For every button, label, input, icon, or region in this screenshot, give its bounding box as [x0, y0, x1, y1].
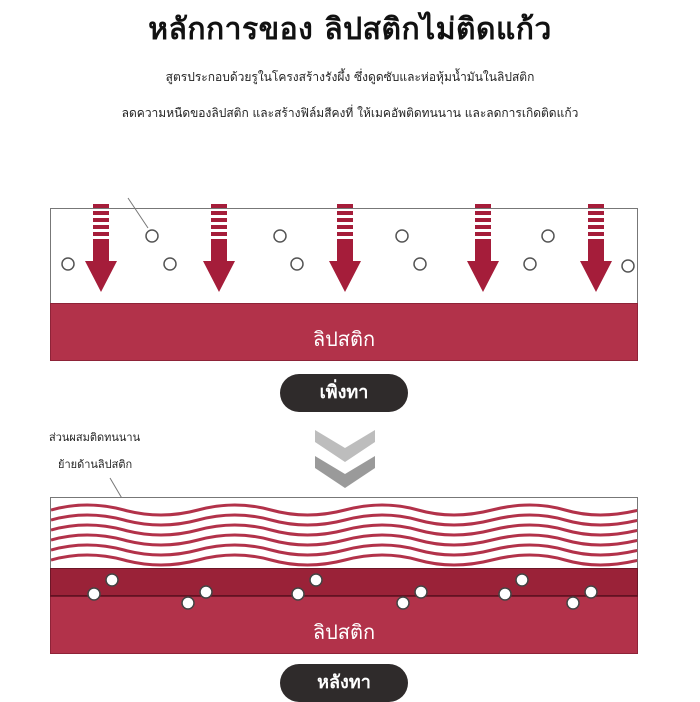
after-lipstick-layer: ลิปสติก — [50, 596, 638, 654]
after-wave-layer — [50, 497, 638, 568]
particle-group-before — [61, 229, 635, 273]
annotation-line-2: ย้ายด้านลิปสติก — [58, 458, 133, 471]
after-film-layer — [50, 568, 638, 596]
wave-lines — [51, 503, 637, 567]
chevron-down-icon — [315, 430, 375, 488]
page-title: หลักการของ ลิปสติกไม่ติดแก้ว — [148, 12, 552, 47]
before-lipstick-layer: ลิปสติก — [50, 303, 638, 361]
pointer-line-top — [127, 197, 149, 229]
annotation-line-1: ส่วนผสมติดทนนาน — [49, 431, 141, 444]
before-stage-pill: เพิ่งทา — [280, 374, 408, 412]
description-line-2: ลดความหนืดของลิปสติก และสร้างฟิล์มสีคงที… — [121, 106, 579, 120]
particle-group-after — [87, 573, 598, 610]
after-stage-pill: หลังทา — [280, 664, 408, 702]
description-line-1: สูตรประกอบด้วยรูในโครงสร้างรังผึ้ง ซึ่งด… — [165, 70, 535, 84]
